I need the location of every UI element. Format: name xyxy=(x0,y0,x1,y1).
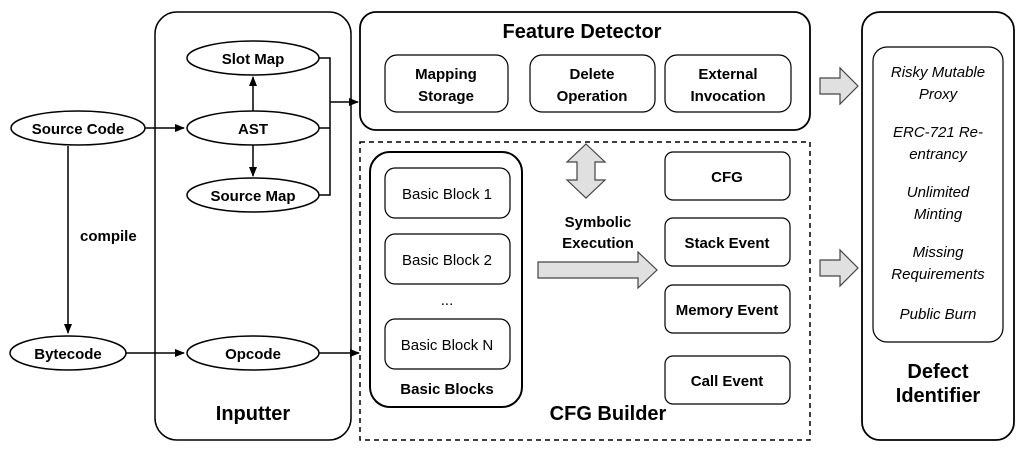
basic-block-label: Basic Block N xyxy=(401,337,494,354)
defect-item-line2: entrancy xyxy=(909,146,968,163)
bidirectional-arrow xyxy=(565,143,607,199)
output-stack-event xyxy=(664,217,791,267)
output-call-event xyxy=(664,355,791,405)
defect-identifier-title-line2: Identifier xyxy=(896,385,981,407)
feature-label-line2: Storage xyxy=(418,88,474,105)
defect-identifier-panel xyxy=(861,11,1015,441)
output-label: Stack Event xyxy=(684,235,769,252)
defect-item-line1: Public Burn xyxy=(900,306,977,323)
maps-merge-connector xyxy=(319,57,331,196)
feature-label-line1: Mapping xyxy=(415,66,477,83)
feature-detector-panel xyxy=(359,11,811,131)
output-memory-event xyxy=(664,284,791,334)
source-map-label: Source Map xyxy=(210,188,295,205)
inputter-title: Inputter xyxy=(216,403,291,425)
opcode-label: Opcode xyxy=(225,346,281,363)
feature-label-line1: External xyxy=(698,66,757,83)
defect-identifier-title-line1: Defect xyxy=(907,361,968,383)
basic-blocks-title: Basic Blocks xyxy=(400,381,493,398)
output-label: CFG xyxy=(711,169,743,186)
basic-block-label: Basic Block 1 xyxy=(402,186,492,203)
basic-block-ellipsis: ... xyxy=(441,292,454,309)
bytecode-label: Bytecode xyxy=(34,346,102,363)
symbolic-execution-label-line2: Execution xyxy=(562,235,634,252)
feature-mapping-storage xyxy=(384,54,509,113)
cfg-builder-title: CFG Builder xyxy=(550,403,667,425)
defect-item-line1: ERC-721 Re- xyxy=(893,124,983,141)
defect-item-line1: Risky Mutable xyxy=(891,64,985,81)
feature-detector-title: Feature Detector xyxy=(503,21,662,43)
basic-block xyxy=(384,233,511,285)
feature-to-defect-arrow xyxy=(819,66,859,106)
slot-map-label: Slot Map xyxy=(222,51,285,68)
defect-item-line1: Missing xyxy=(913,244,965,261)
output-label: Memory Event xyxy=(676,302,779,319)
compile-label: compile xyxy=(80,228,137,245)
output-cfg xyxy=(664,151,791,201)
feature-label-line2: Invocation xyxy=(690,88,765,105)
feature-label-line2: Operation xyxy=(557,88,628,105)
defect-item-line2: Proxy xyxy=(919,86,959,103)
basic-block-label: Basic Block 2 xyxy=(402,252,492,269)
symbolic-execution-arrow xyxy=(537,250,658,290)
basic-blocks-group xyxy=(369,151,523,408)
output-label: Call Event xyxy=(691,373,764,390)
symbolic-execution-label-line1: Symbolic xyxy=(565,214,632,231)
basic-block xyxy=(384,318,511,370)
defect-item-line1: Unlimited xyxy=(907,184,970,201)
inputter-panel xyxy=(154,11,352,441)
defect-item-line2: Requirements xyxy=(891,266,985,283)
basic-block xyxy=(384,167,511,219)
cfg-builder-panel xyxy=(359,141,811,441)
feature-external-invocation xyxy=(664,54,792,113)
feature-label-line1: Delete xyxy=(569,66,614,83)
cfg-to-defect-arrow xyxy=(819,248,859,288)
ast-label: AST xyxy=(238,121,268,138)
source-code-label: Source Code xyxy=(32,121,125,138)
defect-item-line2: Minting xyxy=(914,206,963,223)
defect-list-box xyxy=(872,46,1004,343)
feature-delete-operation xyxy=(529,54,656,113)
